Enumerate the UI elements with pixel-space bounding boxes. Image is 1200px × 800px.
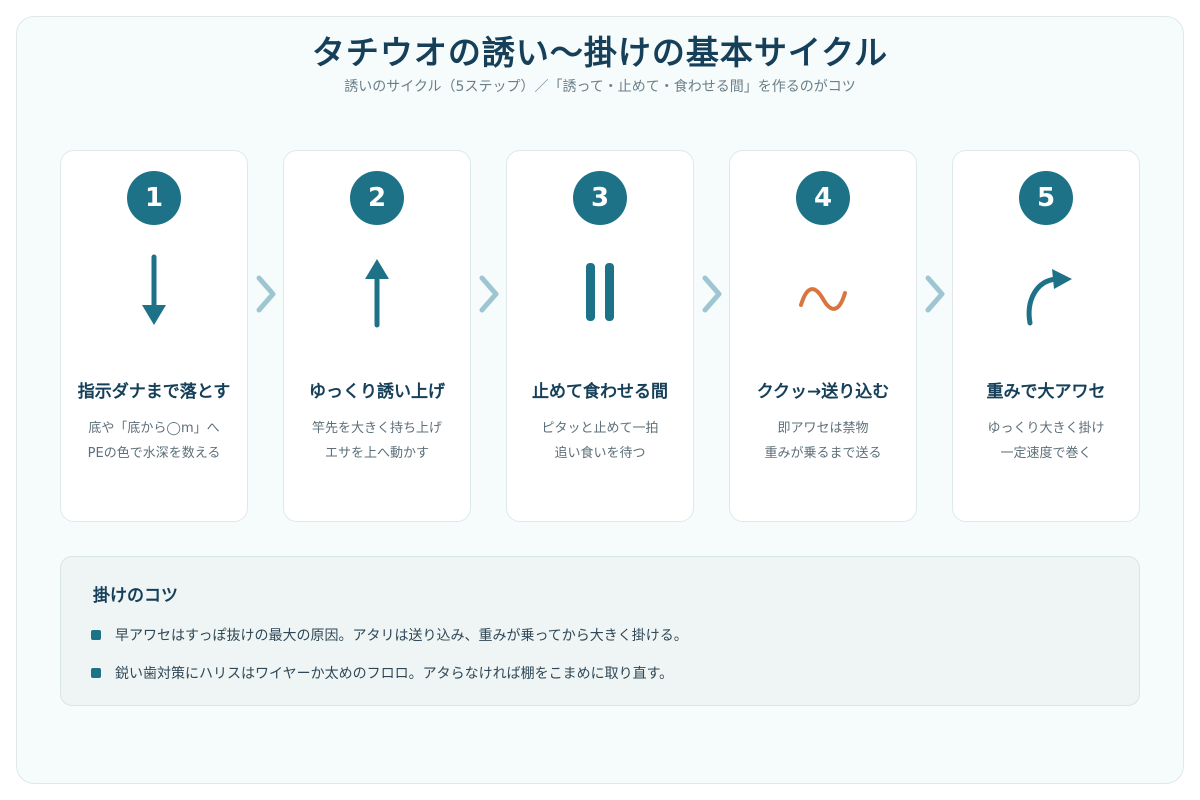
down-arrow-icon [104, 247, 204, 351]
page-subtitle: 誘いのサイクル（5ステップ）／「誘って・止めて・食わせる間」を作るのがコツ [344, 79, 856, 95]
tips-box: 掛けのコツ 早アワセはすっぽ抜けの最大の原因。アタリは送り込み、重みが乗ってから… [60, 556, 1140, 706]
tip-item: 早アワセはすっぽ抜けの最大の原因。アタリは送り込み、重みが乗ってから大きく掛ける… [91, 625, 688, 645]
step-card-3: 3 止めて食わせる間 ピタッと止めて一拍 追い食いを待つ [506, 150, 694, 522]
step-title: ククッ→送り込む [756, 382, 890, 402]
chevron-right-icon [479, 275, 499, 313]
step-title: 止めて食わせる間 [532, 382, 668, 402]
step-description: ゆっくり大きく掛け [987, 421, 1105, 436]
page-title: タチウオの誘い〜掛けの基本サイクル [311, 33, 889, 72]
step-description: PEの色で水深を数える [87, 446, 221, 461]
step-description: 竿先を大きく持ち上げ [311, 421, 442, 436]
step-number-badge: 2 [350, 171, 404, 225]
wave-icon [773, 247, 873, 351]
step-number-badge: 5 [1019, 171, 1073, 225]
step-description: 重みが乗るまで送る [764, 446, 882, 461]
chevron-right-icon [256, 275, 276, 313]
bullet-square-icon [91, 630, 101, 640]
curved-arrow-icon [996, 247, 1096, 351]
tip-item: 鋭い歯対策にハリスはワイヤーか太めのフロロ。アタらなければ棚をこまめに取り直す。 [91, 663, 673, 683]
tip-text: 早アワセはすっぽ抜けの最大の原因。アタリは送り込み、重みが乗ってから大きく掛ける… [115, 628, 688, 644]
step-description: 即アワセは禁物 [777, 421, 869, 436]
step-description: 一定速度で巻く [1000, 446, 1092, 461]
step-number-badge: 3 [573, 171, 627, 225]
step-card-4: 4 ククッ→送り込む 即アワセは禁物 重みが乗るまで送る [729, 150, 917, 522]
step-card-1: 1 指示ダナまで落とす 底や「底から◯m」へ PEの色で水深を数える [60, 150, 248, 522]
step-description: 底や「底から◯m」へ [88, 421, 220, 436]
pause-icon [550, 247, 650, 351]
step-description: ピタッと止めて一拍 [541, 421, 659, 436]
step-description: 追い食いを待つ [554, 446, 646, 461]
chevron-right-icon [925, 275, 945, 313]
step-card-2: 2 ゆっくり誘い上げ 竿先を大きく持ち上げ エサを上へ動かす [283, 150, 471, 522]
tips-title: 掛けのコツ [93, 586, 178, 606]
step-number-badge: 4 [796, 171, 850, 225]
step-title: 重みで大アワセ [986, 382, 1106, 402]
step-card-5: 5 重みで大アワセ ゆっくり大きく掛け 一定速度で巻く [952, 150, 1140, 522]
up-arrow-icon [327, 247, 427, 351]
tip-text: 鋭い歯対策にハリスはワイヤーか太めのフロロ。アタらなければ棚をこまめに取り直す。 [115, 666, 674, 682]
step-title: ゆっくり誘い上げ [309, 382, 445, 402]
bullet-square-icon [91, 668, 101, 678]
step-number-badge: 1 [127, 171, 181, 225]
step-title: 指示ダナまで落とす [77, 382, 231, 402]
step-description: エサを上へ動かす [324, 446, 429, 461]
chevron-right-icon [702, 275, 722, 313]
